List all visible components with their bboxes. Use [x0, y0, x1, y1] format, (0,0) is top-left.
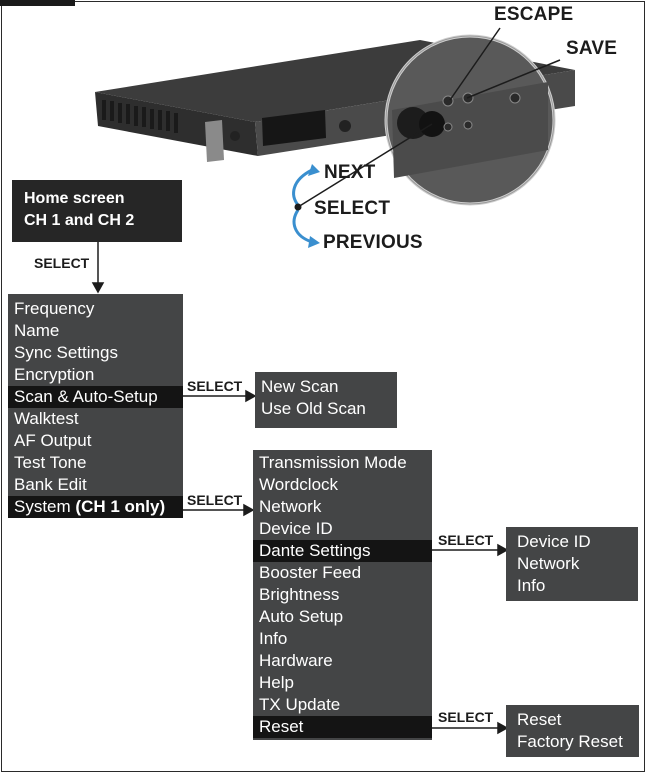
- select-label: SELECT: [314, 198, 391, 219]
- menu-item-dante-network[interactable]: Network: [517, 554, 580, 573]
- menu-item-walktest[interactable]: Walktest: [14, 409, 79, 428]
- menu-item-new-scan[interactable]: New Scan: [261, 377, 339, 396]
- corner-tab: [0, 0, 75, 6]
- menu-item-system[interactable]: System (CH 1 only): [8, 496, 183, 518]
- menu-item-tx-update[interactable]: TX Update: [259, 695, 341, 714]
- escape-pointer-line: [449, 27, 501, 101]
- arrowhead-icon: [497, 721, 509, 735]
- menu-item-af-output[interactable]: AF Output: [14, 431, 92, 450]
- menu-item-reset[interactable]: Reset: [253, 716, 432, 738]
- dante-select-label: SELECT: [438, 532, 494, 548]
- button-icon: [443, 122, 453, 132]
- system-select-label: SELECT: [187, 492, 243, 508]
- home-screen-box: Home screen CH 1 and CH 2: [12, 180, 182, 242]
- menu-item-transmission-mode[interactable]: Transmission Mode: [259, 453, 407, 472]
- magnified-panel: [392, 82, 548, 178]
- select-dot-icon: [294, 203, 302, 211]
- save-pointer-line: [466, 59, 561, 99]
- menu-item-help[interactable]: Help: [259, 673, 294, 692]
- next-label: NEXT: [324, 162, 376, 183]
- system-submenu: Transmission Mode Wordclock Network Devi…: [253, 450, 432, 740]
- dante-submenu: Device ID Network Info: [506, 527, 638, 601]
- home-screen-line2: CH 1 and CH 2: [24, 212, 135, 229]
- scan-select-label: SELECT: [187, 378, 243, 394]
- home-select-label: SELECT: [34, 255, 90, 271]
- escape-label: ESCAPE: [494, 4, 574, 25]
- arrowhead-icon: [243, 503, 255, 517]
- menu-item-name[interactable]: Name: [14, 321, 60, 340]
- magnifier-rim: [385, 35, 555, 205]
- menu-item-dante-settings[interactable]: Dante Settings: [253, 540, 432, 562]
- reset-select-label: SELECT: [438, 709, 494, 725]
- menu-item-bank-edit[interactable]: Bank Edit: [14, 475, 87, 494]
- next-rotation-arc: [292, 168, 313, 206]
- next-arrow-icon: [308, 164, 320, 176]
- vent-slots: [102, 100, 178, 133]
- menu-item-use-old-scan[interactable]: Use Old Scan: [261, 399, 366, 418]
- scan-submenu: New Scan Use Old Scan: [255, 372, 397, 428]
- power-button-icon: [230, 131, 240, 141]
- device-display: [262, 110, 326, 146]
- menu-item-encryption[interactable]: Encryption: [14, 365, 95, 384]
- menu-item-scan-auto-setup[interactable]: Scan & Auto-Setup: [8, 386, 183, 408]
- rack-ear-left: [205, 120, 224, 162]
- arrowhead-icon: [245, 389, 257, 403]
- menu-item-network[interactable]: Network: [259, 497, 322, 516]
- previous-label: PREVIOUS: [323, 232, 423, 253]
- reset-submenu: Reset Factory Reset: [506, 705, 639, 757]
- menu-item-info[interactable]: Info: [259, 629, 288, 648]
- menu-item-frequency[interactable]: Frequency: [14, 299, 95, 318]
- menu-item-booster-feed[interactable]: Booster Feed: [259, 563, 362, 582]
- menu-item-test-tone[interactable]: Test Tone: [14, 453, 87, 472]
- menu-item-dante-info[interactable]: Info: [517, 576, 546, 595]
- menu-item-brightness[interactable]: Brightness: [259, 585, 340, 604]
- menu-item-device-id[interactable]: Device ID: [259, 519, 333, 538]
- extra-button-icon: [509, 92, 521, 104]
- save-label: SAVE: [566, 38, 618, 59]
- system-item-prefix: System: [14, 497, 76, 516]
- system-item-ch1-only: (CH 1 only): [75, 497, 166, 516]
- menu-item-wordclock[interactable]: Wordclock: [259, 475, 339, 494]
- menu-item-reset-confirm[interactable]: Reset: [517, 710, 562, 729]
- arrowhead-icon: [91, 282, 105, 294]
- previous-arrow-icon: [308, 236, 320, 248]
- main-menu: Frequency Name Sync Settings Encryption …: [8, 294, 183, 518]
- menu-item-hardware[interactable]: Hardware: [259, 651, 333, 670]
- small-knob-icon: [339, 120, 351, 132]
- previous-rotation-arc: [292, 209, 313, 244]
- select-pointer-line: [297, 123, 433, 208]
- menu-item-dante-device-id[interactable]: Device ID: [517, 532, 591, 551]
- home-screen-line1: Home screen: [24, 190, 125, 207]
- button-icon: [463, 120, 473, 130]
- arrowhead-icon: [497, 543, 509, 557]
- menu-item-auto-setup[interactable]: Auto Setup: [259, 607, 344, 626]
- menu-item-sync-settings[interactable]: Sync Settings: [14, 343, 118, 362]
- menu-item-factory-reset[interactable]: Factory Reset: [517, 732, 623, 751]
